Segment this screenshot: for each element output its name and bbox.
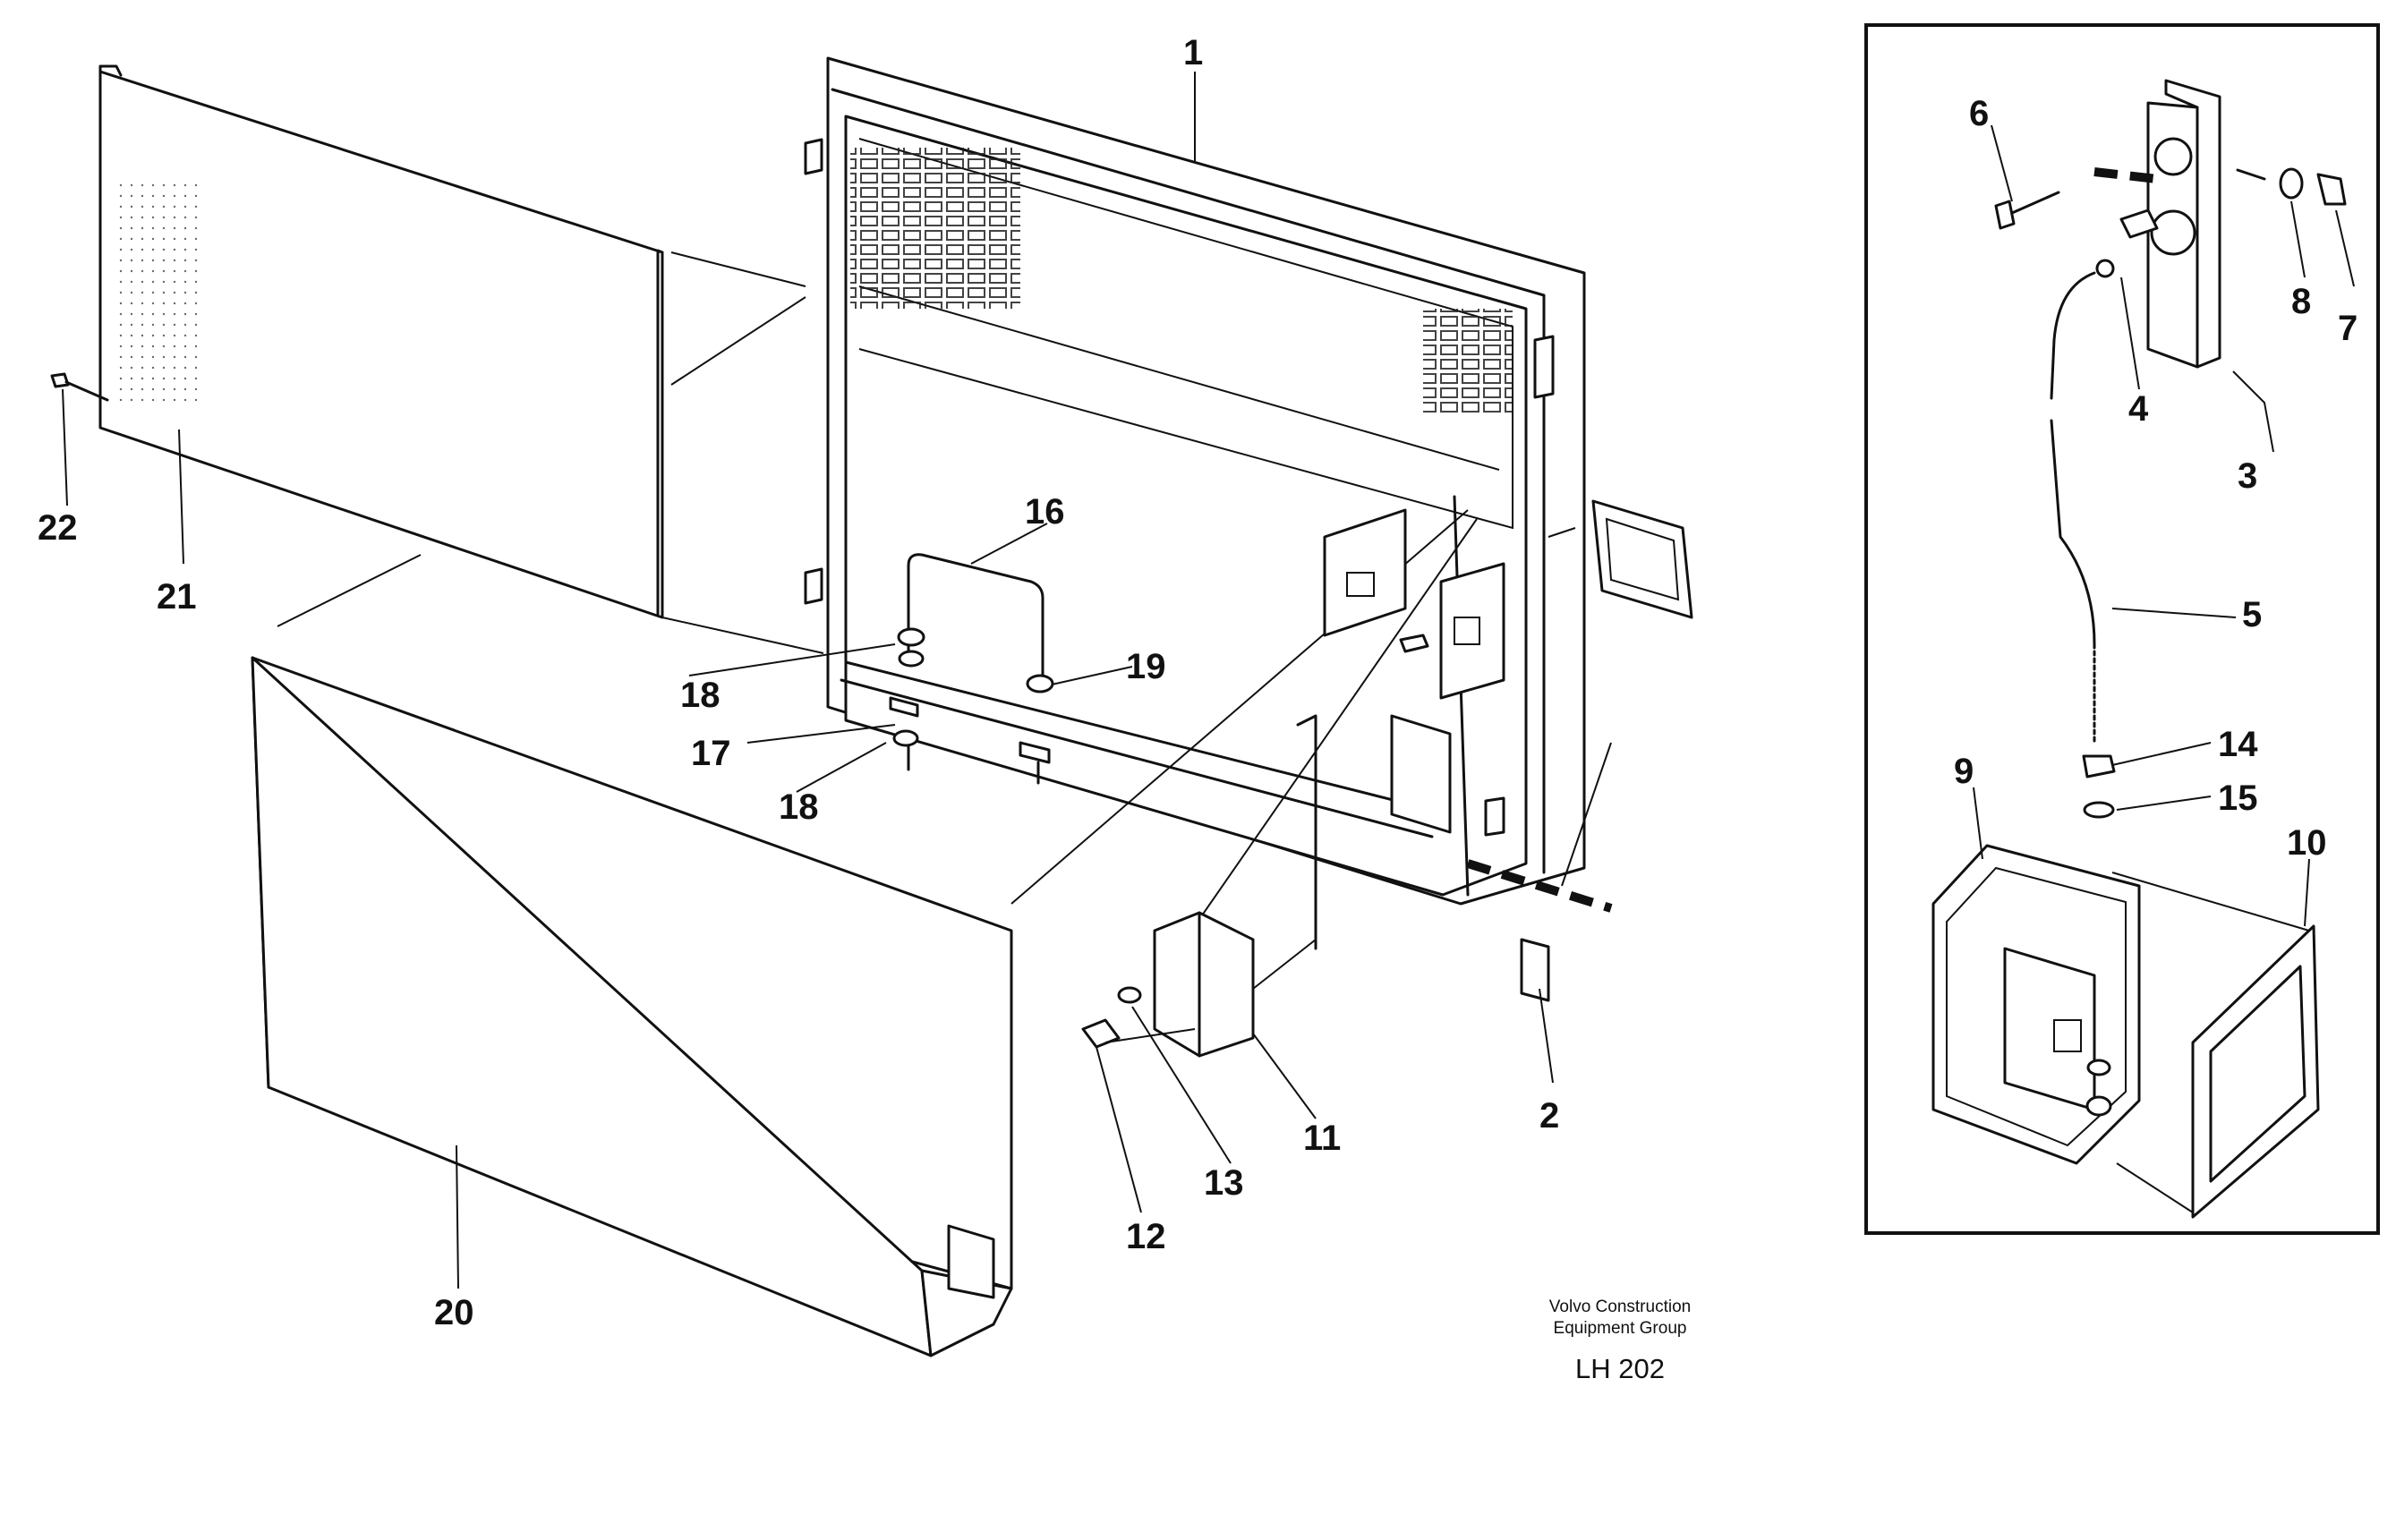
latch-body [1153, 714, 1317, 1058]
callout-7: 7 [2338, 309, 2358, 348]
callout-18b: 18 [779, 787, 819, 827]
handle-washers [889, 627, 1054, 785]
frame-lamp [1591, 499, 1693, 619]
callout-20: 20 [434, 1293, 474, 1332]
leader-lines [62, 72, 2355, 1289]
callout-16: 16 [1025, 492, 1065, 532]
callout-3: 3 [2238, 456, 2257, 496]
side-panel [98, 64, 664, 619]
callout-6: 6 [1969, 94, 1989, 133]
callout-1: 1 [1183, 33, 1203, 72]
callout-11: 11 [1303, 1119, 1341, 1158]
caption-code: LH 202 [1575, 1353, 1665, 1384]
caption-line-1: Volvo Construction [1549, 1298, 1691, 1316]
callout-17: 17 [691, 734, 731, 773]
callout-14: 14 [2218, 725, 2258, 764]
callout-9: 9 [1954, 752, 1974, 791]
callout-5: 5 [2242, 595, 2262, 634]
callout-8: 8 [2291, 282, 2311, 321]
caption-line-2: Equipment Group [1554, 1319, 1687, 1338]
seal-strip [1466, 859, 1613, 1002]
latch-screw [1081, 986, 1142, 1049]
callout-labels: 1 2 3 4 5 6 7 8 9 10 11 12 13 14 15 16 1… [38, 33, 2358, 1332]
callout-19: 19 [1126, 647, 1166, 686]
callout-22: 22 [38, 508, 78, 548]
door-handle [907, 553, 1045, 682]
inset-detail-box [1864, 23, 2380, 1235]
callout-18a: 18 [680, 676, 721, 715]
callout-15: 15 [2218, 779, 2258, 818]
cab-frame [804, 56, 1586, 906]
callout-13: 13 [1204, 1163, 1244, 1203]
callout-4: 4 [2128, 389, 2149, 429]
insulation-panel [251, 656, 1013, 1357]
latch-brackets [1323, 508, 1505, 834]
callout-10: 10 [2287, 823, 2327, 863]
callout-12: 12 [1126, 1217, 1166, 1256]
panel-screw [50, 372, 109, 402]
callout-21: 21 [157, 577, 197, 617]
callout-2: 2 [1539, 1096, 1559, 1136]
publisher-caption: Volvo Construction Equipment Group LH 20… [1549, 1298, 1691, 1384]
